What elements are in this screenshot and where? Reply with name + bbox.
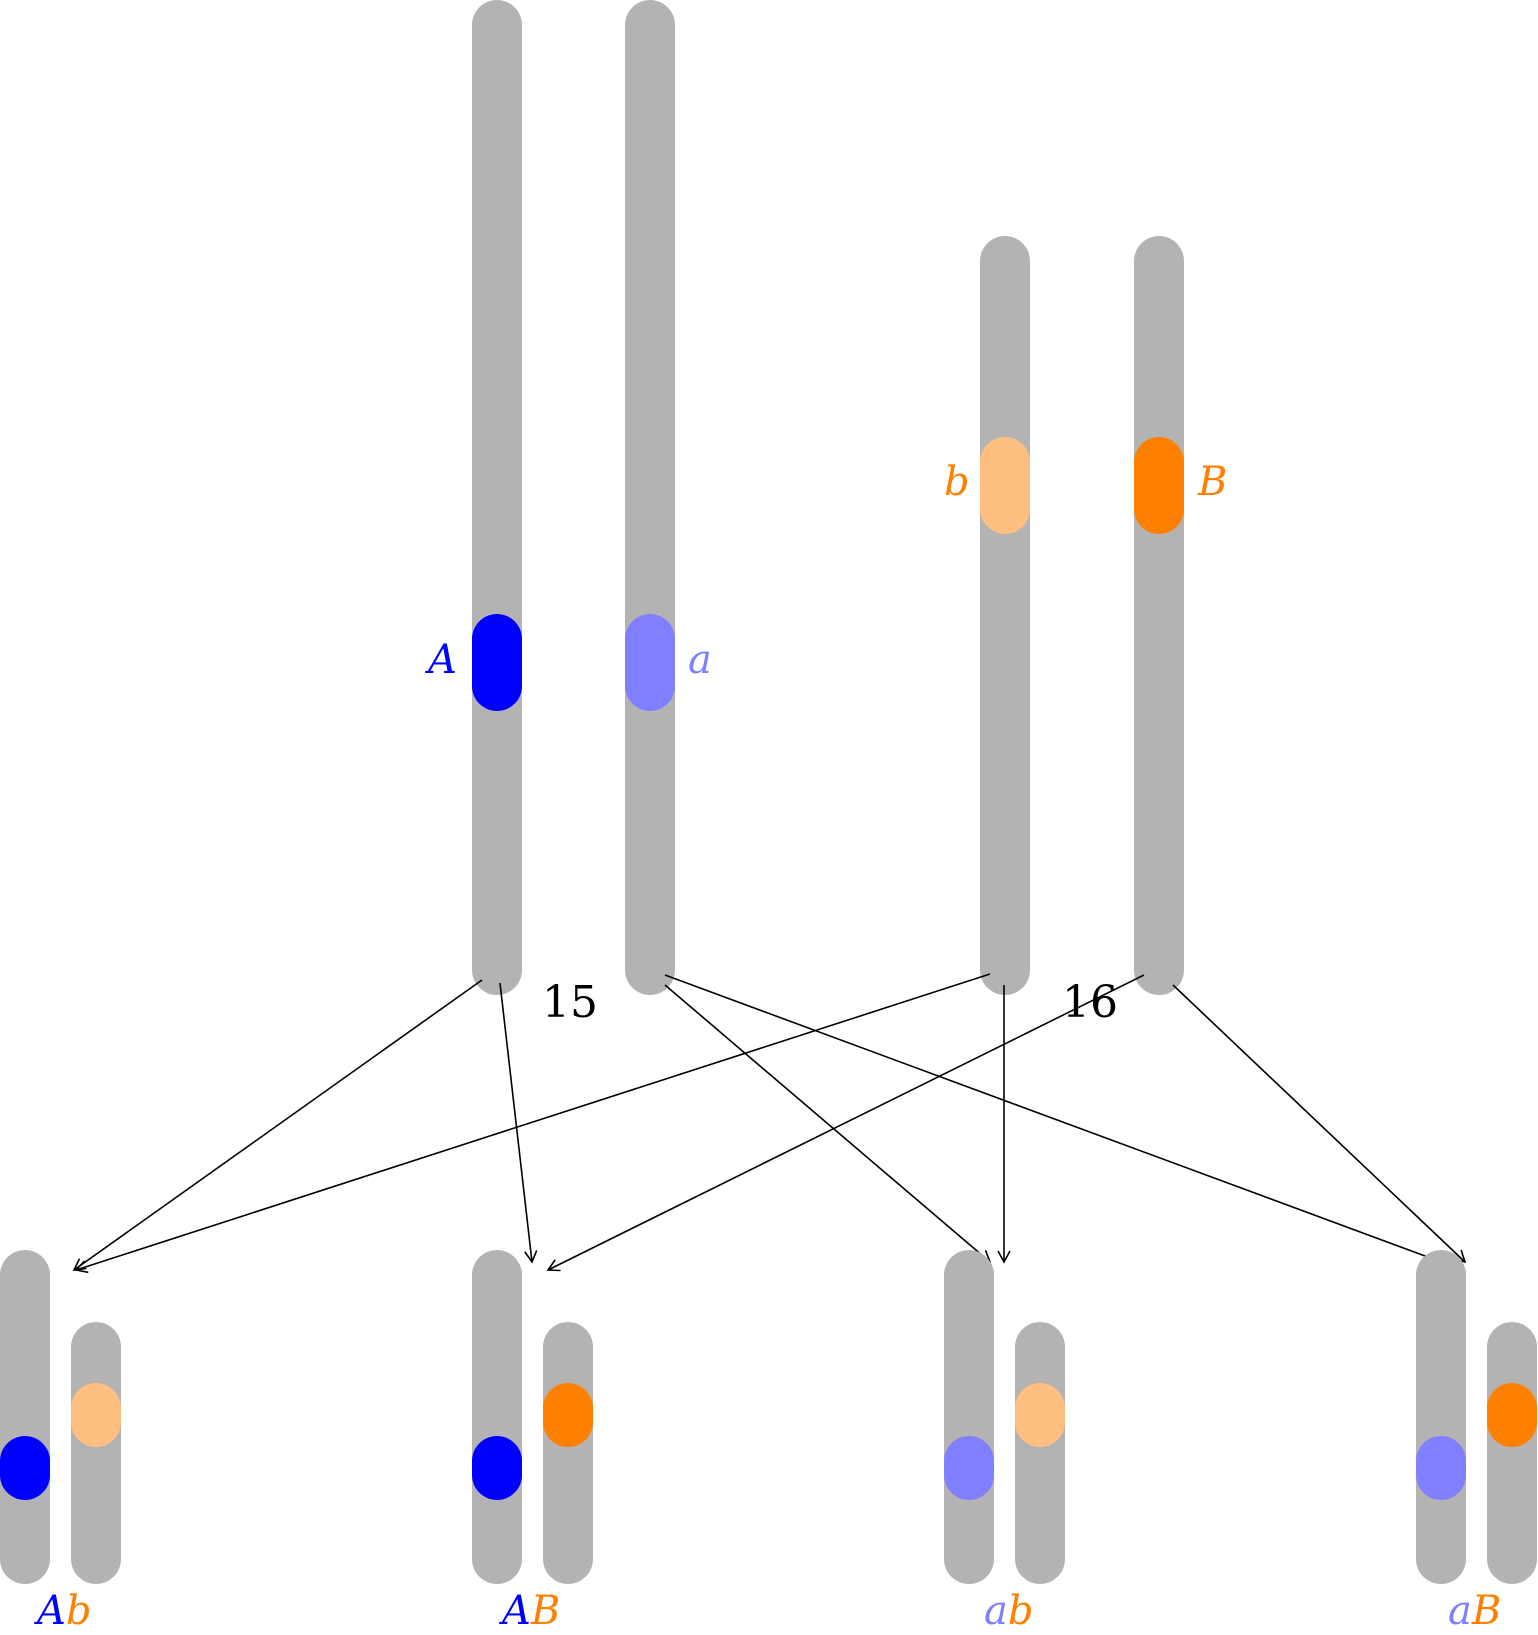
gamete-ab-label: ab <box>984 1588 1033 1634</box>
arrow-a-to-aB <box>664 974 1465 1273</box>
chromosome-15-maternal <box>472 0 522 995</box>
gamete-ab-allele-a <box>944 1436 994 1500</box>
gamete-Ab-label: Ab <box>33 1588 92 1634</box>
gamete-AB: AB <box>472 1250 593 1634</box>
gamete-Ab-chromosome-16 <box>71 1322 121 1584</box>
gamete-AB-allele-A <box>472 1436 522 1500</box>
allele-A-label: A <box>424 637 457 683</box>
gamete-AB-allele-B <box>543 1383 593 1447</box>
chromosome-pair-15: A a 15 <box>424 0 712 1028</box>
gamete-AB-label: AB <box>498 1588 560 1634</box>
chromosome-pair-16: b B 16 <box>944 236 1227 1028</box>
chromosome-16-maternal <box>980 236 1030 995</box>
arrow-A-to-Ab <box>72 979 483 1271</box>
gamete-Ab-allele-A <box>0 1436 50 1500</box>
gamete-Ab-label-first: A <box>33 1588 66 1634</box>
chromosome-number-15: 15 <box>542 977 598 1028</box>
gamete-aB-label: aB <box>1448 1588 1501 1634</box>
gamete-ab-label-second: b <box>1008 1588 1034 1634</box>
gamete-aB-label-first: a <box>1448 1588 1472 1634</box>
gamete-aB-allele-B <box>1487 1383 1537 1447</box>
gamete-Ab-chromosome-15 <box>0 1250 50 1584</box>
gamete-aB: aB <box>1416 1250 1537 1634</box>
allele-B-label: B <box>1197 459 1227 505</box>
gamete-Ab: Ab <box>0 1250 121 1634</box>
arrow-B-to-aB <box>1172 984 1467 1264</box>
gamete-aB-allele-a <box>1416 1436 1466 1500</box>
gamete-ab-label-first: a <box>984 1588 1008 1634</box>
gamete-ab-chromosome-16 <box>1015 1322 1065 1584</box>
allele-a-band <box>625 614 675 711</box>
allele-b-band <box>980 437 1030 534</box>
arrow-A-to-AB <box>499 982 538 1264</box>
gamete-ab-allele-b <box>1015 1383 1065 1447</box>
gamete-ab-chromosome-15 <box>944 1250 994 1584</box>
gamete-Ab-allele-b <box>71 1383 121 1447</box>
gamete-AB-chromosome-16 <box>543 1322 593 1584</box>
allele-B-band <box>1134 437 1184 534</box>
gamete-aB-label-second: B <box>1471 1588 1501 1634</box>
arrow-b-to-Ab <box>74 973 991 1274</box>
allele-b-label: b <box>944 459 970 505</box>
chromosome-15-paternal <box>625 0 675 995</box>
arrow-a-to-ab <box>664 984 992 1264</box>
gamete-Ab-label-second: b <box>66 1588 92 1634</box>
arrow-B-to-AB <box>546 974 1145 1272</box>
allele-A-band <box>472 614 522 711</box>
gamete-AB-chromosome-15 <box>472 1250 522 1584</box>
chromosome-16-paternal <box>1134 236 1184 995</box>
gamete-aB-chromosome-16 <box>1487 1322 1537 1584</box>
gamete-aB-chromosome-15 <box>1416 1250 1466 1584</box>
segregation-arrows <box>72 973 1467 1274</box>
gamete-AB-label-first: A <box>498 1588 531 1634</box>
gamete-ab: ab <box>944 1250 1065 1634</box>
allele-a-label: a <box>688 637 712 683</box>
gamete-AB-label-second: B <box>530 1588 560 1634</box>
